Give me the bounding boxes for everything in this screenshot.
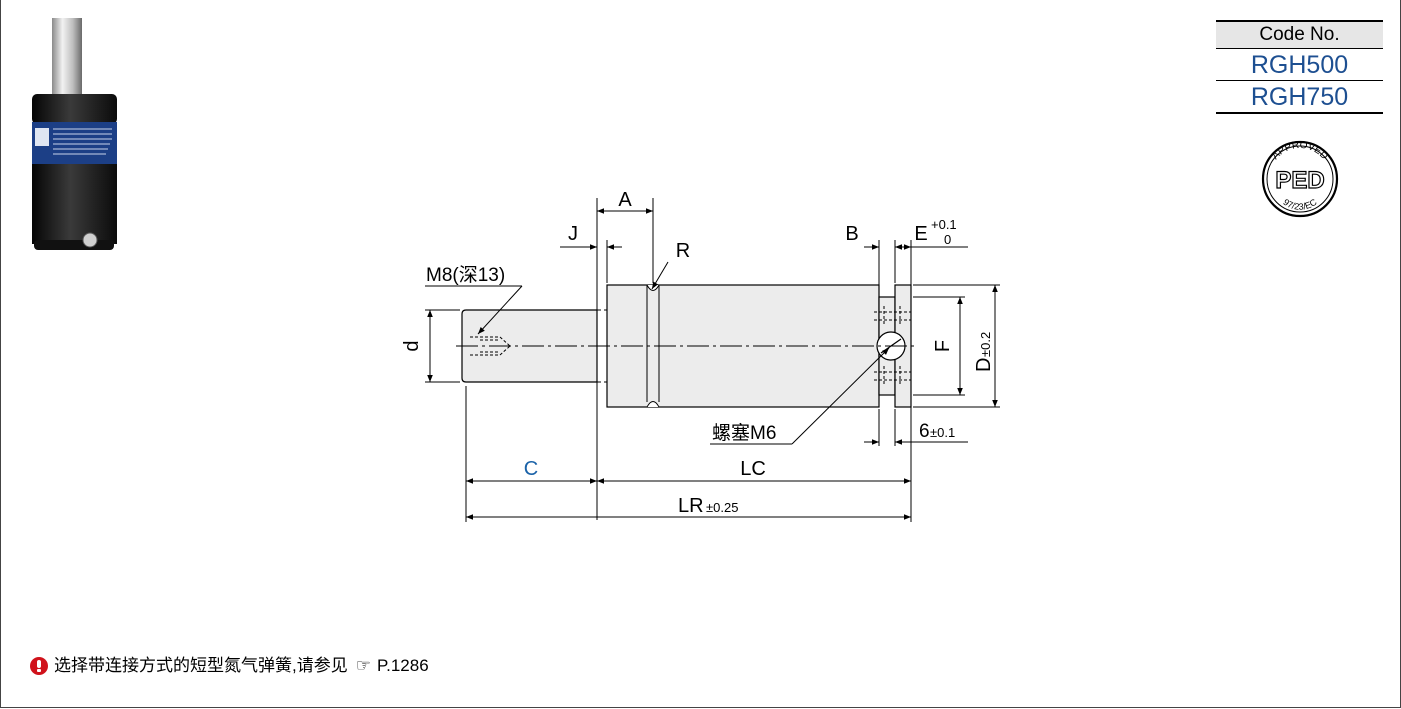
dim-label-B: B xyxy=(845,223,858,245)
dim-label-E-tol-plus: +0.1 xyxy=(931,217,957,232)
dim-label-LR: LR xyxy=(678,495,704,517)
code-rgh750[interactable]: RGH750 xyxy=(1216,81,1383,114)
badge-center-text: PED xyxy=(1275,167,1324,194)
dim-label-C: C xyxy=(524,458,538,480)
page-reference-link[interactable]: P.1286 xyxy=(376,656,429,675)
dim-label-6: 6 xyxy=(919,421,930,442)
dim-label-D: D xyxy=(973,358,995,372)
svg-text:APPROVED: APPROVED xyxy=(1270,140,1330,162)
product-photo xyxy=(32,18,117,250)
dim-label-A: A xyxy=(618,189,632,211)
thread-label: M8(深13) xyxy=(426,264,505,286)
dim-label-d: d xyxy=(401,340,423,351)
technical-drawing: A J R B E +0.1 0 M8(深13) d F D ±0.2 螺塞M6… xyxy=(401,189,1000,522)
reference-note: 选择带连接方式的短型氮气弹簧,请参见 ☞ P.1286 xyxy=(30,655,429,677)
dim-label-R: R xyxy=(676,240,690,262)
badge-bottom-text: 97/23/EC xyxy=(1281,197,1319,212)
dim-label-E-tol-zero: 0 xyxy=(944,232,951,247)
dim-label-6-tol: ±0.1 xyxy=(930,425,955,440)
badge-top-text: APPROVED xyxy=(1270,140,1330,162)
dim-label-LC: LC xyxy=(740,458,766,480)
plug-label: 螺塞M6 xyxy=(712,422,776,444)
dim-label-D-tol: ±0.2 xyxy=(978,332,993,357)
dim-label-J: J xyxy=(568,223,578,245)
alert-icon xyxy=(30,657,48,675)
dim-label-LR-tol: ±0.25 xyxy=(706,500,738,515)
code-table-header: Code No. xyxy=(1216,20,1383,49)
ped-approval-badge: APPROVED PED 97/23/EC xyxy=(1261,140,1339,218)
note-text: 选择带连接方式的短型氮气弹簧,请参见 xyxy=(54,656,348,675)
svg-text:97/23/EC: 97/23/EC xyxy=(1281,197,1319,212)
code-rgh500[interactable]: RGH500 xyxy=(1216,49,1383,81)
pointing-hand-icon: ☞ xyxy=(355,656,371,675)
dim-label-F: F xyxy=(932,340,954,352)
dim-label-E: E xyxy=(914,223,927,245)
code-number-table: Code No. RGH500 RGH750 xyxy=(1216,20,1383,114)
